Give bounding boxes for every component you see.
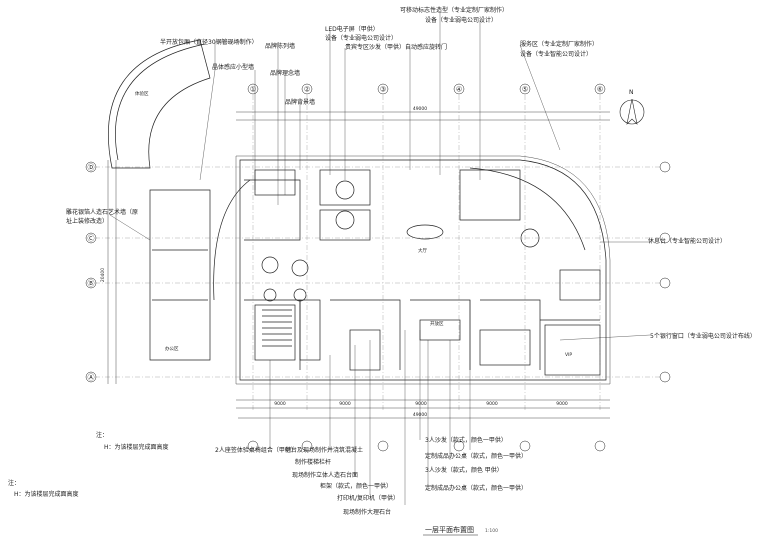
room-label-experience: 体验区 [135, 90, 149, 97]
callout-brand-concept-wall: 品牌理念墙 [270, 69, 300, 77]
callout-equipment-3: 设备（专业智能公司设计） [520, 50, 592, 58]
grid-col-3: ③ [380, 86, 386, 94]
callout-rest-desk: 休息台（专业智能公司设计） [648, 237, 726, 245]
grid-lines [95, 95, 665, 410]
dim-span-2: 9000 [339, 401, 351, 407]
callout-brand-display-wall: 品牌陈列墙 [265, 42, 295, 50]
dim-left-height: 20400 [100, 268, 106, 282]
grid-row-b: Ⓑ [88, 280, 95, 288]
dim-overall-bottom: 49000 [413, 412, 427, 418]
callout-marble-counter: 现场制作大理石台 [343, 508, 391, 516]
grid-row-a: Ⓐ [88, 374, 95, 382]
callout-vip-sofa: 贵宾专区沙发（甲供） [345, 43, 405, 51]
callout-sofa-3-seat-2: 3人沙发（款式，颜色 甲供） [425, 466, 503, 474]
callout-led-screen: LED电子屏（甲供） [325, 25, 379, 33]
callout-brand-backdrop-wall: 品牌背景墙 [285, 98, 315, 106]
note-heading: 注： [8, 479, 20, 487]
leader-lines [109, 12, 651, 505]
room-label-hall: 大厅 [418, 247, 427, 254]
callout-carved-wall-1: 雕花银箔人造石艺术墙（原 [66, 208, 138, 216]
callout-office-desk-1: 定制成品办公桌（款式，颜色一甲供） [425, 452, 527, 460]
dim-span-5: 9000 [556, 401, 568, 407]
dimension-lines [107, 111, 610, 419]
callout-carved-wall-2: 址上装修改造） [66, 217, 108, 225]
note-height: H：为该楼层完成面高度 [14, 490, 79, 498]
callout-cabinet: 柜架（款式，颜色一甲供） [320, 482, 392, 490]
note-height-2: H：为该楼层完成面高度 [104, 443, 169, 451]
callout-sofa-3-seat-1: 3人沙发（款式，颜色一甲供） [425, 436, 507, 444]
callout-tasting-set: 2人座签体验桌椅组合（甲供） [215, 446, 297, 454]
callout-equipment-2: 设备（专业弱电公司设计） [425, 16, 497, 24]
grid-col-4: ④ [456, 86, 462, 94]
callout-office-desk-2: 定制成品办公桌（款式，颜色一甲供） [425, 484, 527, 492]
callout-crystal-wall: 晶体感应小型墙 [212, 63, 254, 71]
callout-stair-railing: 制作楼梯栏杆 [295, 458, 331, 466]
grid-bubbles [85, 83, 671, 452]
dim-span-1: 9000 [274, 401, 286, 407]
grid-col-2: ② [304, 86, 310, 94]
grid-col-5: ⑤ [522, 86, 528, 94]
north-label: N [629, 89, 634, 96]
dim-overall-top: 49000 [413, 106, 427, 112]
dim-span-3: 9000 [415, 401, 427, 407]
room-label-open-area: 开放区 [430, 320, 444, 327]
drawing-scale: 1:100 [485, 528, 498, 534]
drawing-title: 一层平面布置图 [425, 525, 474, 534]
note-heading-2: 注： [96, 431, 108, 439]
grid-col-6: ⑥ [597, 86, 603, 94]
callout-bank-windows: 5个银行窗口（专业弱电公司设计布线） [650, 332, 756, 340]
grid-row-d: Ⓓ [88, 164, 95, 172]
callout-half-open-booth: 半开放包厢（直径30钢管现场制作） [160, 38, 258, 46]
north-arrow-icon [619, 98, 645, 125]
callout-service-area: 服务区（专业定制厂家制作） [520, 40, 598, 48]
callout-movable-feature: 可移动标志性造型（专业定制厂家制作） [400, 6, 508, 14]
callout-stone-countertop: 现场制作立体人造石台面 [292, 471, 358, 479]
dim-span-4: 9000 [486, 401, 498, 407]
room-label-office: 办公区 [165, 345, 179, 352]
grid-row-c: Ⓒ [88, 235, 95, 243]
callout-revolving-door: 自动感应旋转门 [405, 43, 447, 51]
callout-equipment-1: 设备（专业弱电公司设计） [325, 34, 397, 42]
plan-walls [108, 39, 611, 385]
callout-printer: 打印机/复印机（甲供） [337, 494, 399, 502]
room-label-vip: VIP [565, 352, 572, 358]
callout-bar-counter: 吧台及现场制作并浇筑混凝土 [285, 446, 363, 454]
grid-col-1: ① [250, 86, 256, 94]
